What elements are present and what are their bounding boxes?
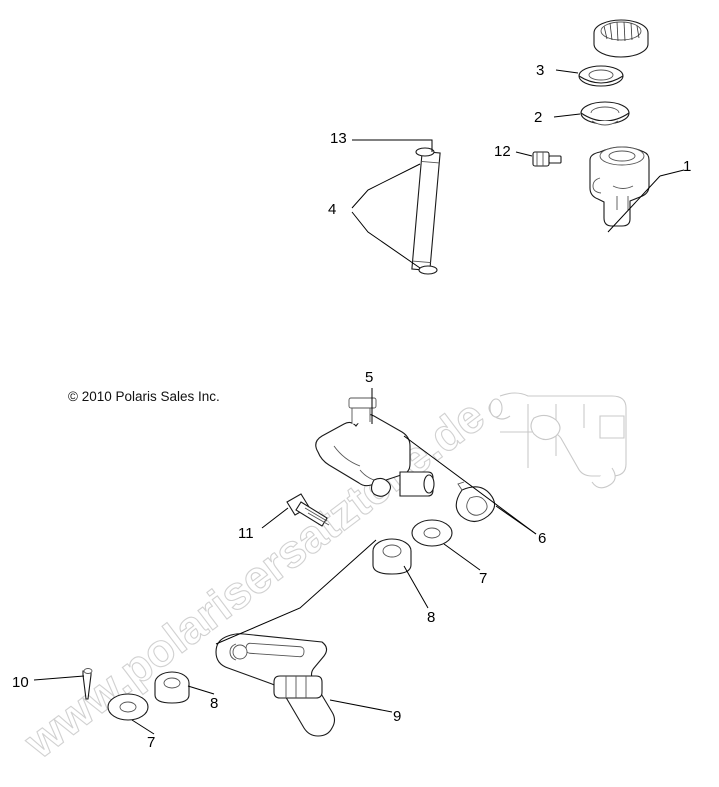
leader-lines xyxy=(33,69,685,735)
callout-10: 10 xyxy=(12,674,29,691)
callout-12: 12 xyxy=(494,143,511,160)
part-3-reservoir-cap xyxy=(578,19,649,87)
part-8-bushing-upper xyxy=(372,538,412,575)
callout-5: 5 xyxy=(365,369,374,386)
copyright-notice: © 2010 Polaris Sales Inc. xyxy=(68,389,220,404)
part-1-master-cylinder-reservoir xyxy=(589,146,650,227)
part-7-washer-lower xyxy=(107,693,149,721)
part-7-washer-upper xyxy=(411,519,453,547)
callout-11: 11 xyxy=(238,525,254,542)
svg-text:www.polarisersatzteile.de: www.polarisersatzteile.de xyxy=(14,389,494,769)
part-2-diaphragm xyxy=(580,101,630,126)
part-5-master-cylinder-body xyxy=(315,397,435,497)
callout-7-upper: 7 xyxy=(479,570,488,587)
callout-13: 13 xyxy=(330,130,347,147)
callout-6: 6 xyxy=(538,530,547,547)
part-6-retaining-clip xyxy=(455,481,496,523)
callout-9: 9 xyxy=(393,708,402,725)
callout-7-lower: 7 xyxy=(147,734,156,751)
part-11-bolt xyxy=(286,493,330,527)
part-10-cotter-pin xyxy=(82,668,93,700)
callout-8-lower: 8 xyxy=(210,695,219,712)
callout-2: 2 xyxy=(534,109,543,126)
callout-1: 1 xyxy=(683,158,692,175)
callout-4: 4 xyxy=(328,201,337,218)
part-13-brake-hose xyxy=(411,147,441,275)
watermark-text: www.polarisersatzteile.de xyxy=(13,388,494,769)
part-12-banjo-fitting xyxy=(532,151,562,167)
callout-8-upper: 8 xyxy=(427,609,436,626)
frame-context-outline xyxy=(488,392,627,489)
part-8-bushing-lower xyxy=(154,671,190,704)
callout-3: 3 xyxy=(536,62,545,79)
part-9-brake-pedal xyxy=(215,633,336,737)
